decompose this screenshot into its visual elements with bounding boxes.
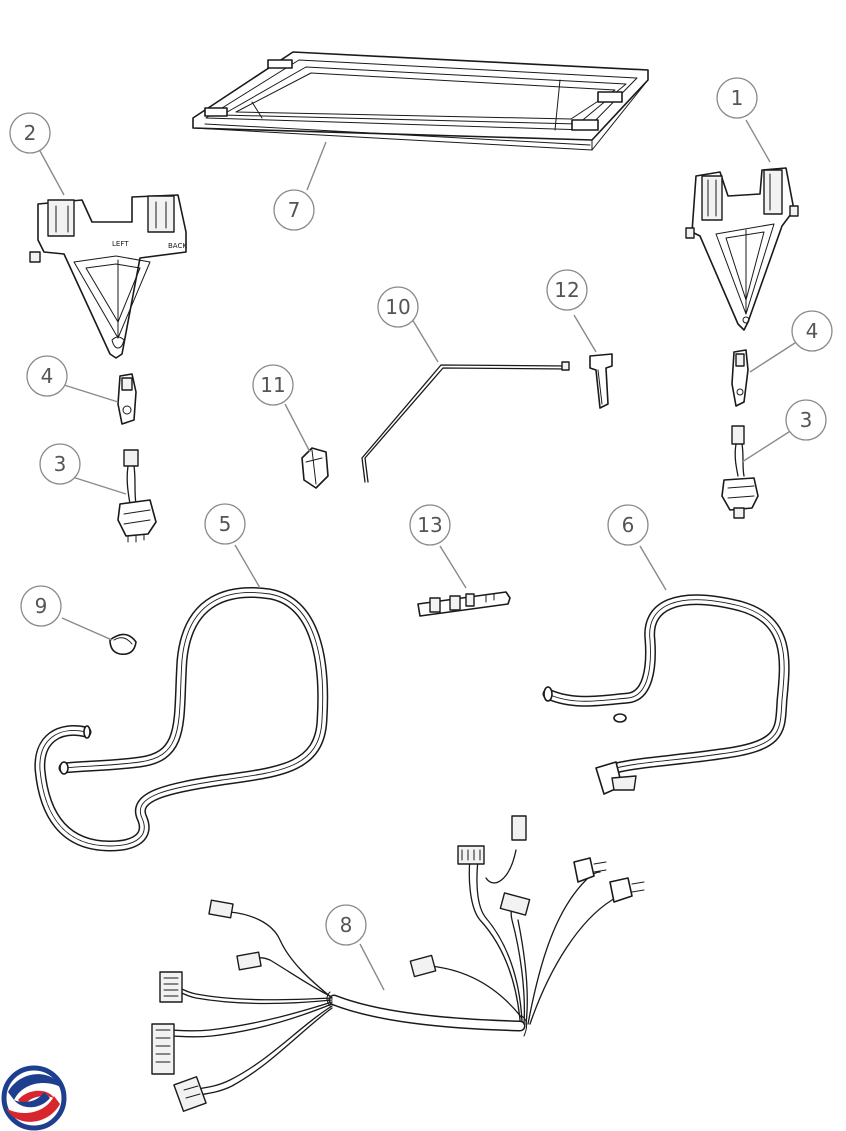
- part-4-right-drawing: [731, 349, 749, 407]
- part-8-harness-drawing: [151, 815, 645, 1112]
- part-11-drawing: [301, 447, 329, 489]
- part-3-left-drawing: [117, 449, 157, 543]
- callout-10: 10: [377, 286, 419, 328]
- leader-part-4b: [749, 340, 799, 373]
- part-13-drawing: [417, 591, 511, 617]
- leader-part-11: [284, 403, 311, 453]
- part-2-left-bracket-drawing: LEFT BACK: [29, 194, 187, 359]
- part-12-drawing: [589, 353, 613, 409]
- callout-2: 2: [9, 112, 51, 154]
- callout-6: 6: [607, 504, 649, 546]
- brand-logo: [1, 1065, 67, 1131]
- part-4-left-drawing: [117, 373, 137, 425]
- leader-part-13: [439, 545, 467, 589]
- part-6-hose-drawing: [542, 594, 790, 795]
- callout-11: 11: [252, 364, 294, 406]
- bracket-mark-left: LEFT: [112, 240, 129, 248]
- callout-5-label: 5: [219, 512, 232, 536]
- callout-13-label: 13: [417, 513, 442, 537]
- leader-part-2: [39, 150, 65, 196]
- leader-part-3b: [741, 429, 793, 463]
- part-7-frame-drawing: [192, 51, 649, 151]
- callout-5: 5: [204, 503, 246, 545]
- callout-7-label: 7: [288, 198, 301, 222]
- leader-part-5: [234, 544, 261, 589]
- part-9-clip-drawing: [109, 633, 137, 656]
- leader-part-12: [573, 314, 597, 353]
- callout-3-right: 3: [785, 399, 827, 441]
- callout-3-left: 3: [39, 443, 81, 485]
- callout-3-left-label: 3: [54, 452, 67, 476]
- callout-6-label: 6: [622, 513, 635, 537]
- callout-1: 1: [716, 77, 758, 119]
- callout-4-left: 4: [26, 355, 68, 397]
- callout-3-right-label: 3: [800, 408, 813, 432]
- callout-13: 13: [409, 504, 451, 546]
- leader-part-4a: [63, 384, 119, 403]
- leader-part-9: [61, 617, 113, 641]
- callout-8-label: 8: [340, 913, 353, 937]
- callout-12: 12: [546, 269, 588, 311]
- callout-8: 8: [325, 904, 367, 946]
- callout-4-right-label: 4: [806, 319, 819, 343]
- leader-lines: [39, 119, 799, 991]
- part-3-right-drawing: [721, 425, 759, 519]
- leader-part-7: [306, 141, 327, 191]
- callout-4-left-label: 4: [41, 364, 54, 388]
- part-1-right-bracket-drawing: [685, 167, 799, 331]
- leader-part-6: [639, 545, 667, 591]
- leader-part-10: [411, 318, 439, 363]
- part-5-hose-drawing: [34, 587, 329, 852]
- callout-7: 7: [273, 189, 315, 231]
- part-10-rod-drawing: [361, 361, 570, 483]
- callout-12-label: 12: [554, 278, 579, 302]
- leader-part-8: [359, 943, 385, 991]
- callout-9: 9: [20, 585, 62, 627]
- callout-1-label: 1: [731, 86, 744, 110]
- callout-11-label: 11: [260, 373, 285, 397]
- callout-4-right: 4: [791, 310, 833, 352]
- callout-10-label: 10: [385, 295, 410, 319]
- bracket-mark-back: BACK: [168, 242, 187, 250]
- callout-2-label: 2: [24, 121, 37, 145]
- leader-part-1: [745, 119, 771, 163]
- callout-9-label: 9: [35, 594, 48, 618]
